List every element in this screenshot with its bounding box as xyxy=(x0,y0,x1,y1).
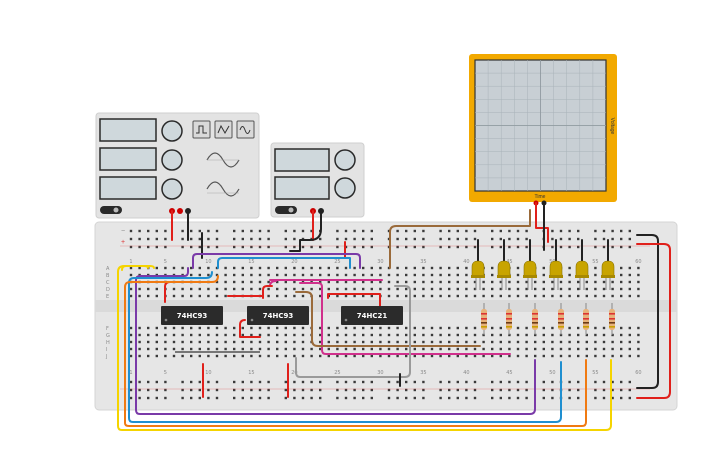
triangle-wave-button[interactable] xyxy=(214,120,233,139)
row-letter: D xyxy=(106,287,110,293)
svg-text:−: − xyxy=(121,228,125,235)
column-number: 20 xyxy=(291,259,297,265)
column-number: 15 xyxy=(248,370,254,376)
sine-wave-button[interactable] xyxy=(236,120,255,139)
wire-red xyxy=(535,202,549,243)
wire-pink xyxy=(299,282,511,355)
column-number: 55 xyxy=(592,259,598,265)
row-letter: C xyxy=(106,280,110,286)
display-offset xyxy=(99,176,157,200)
column-number: 15 xyxy=(248,259,254,265)
display-frequency xyxy=(99,118,157,142)
voltage-axis-label: Voltage xyxy=(609,118,615,135)
row-letter: I xyxy=(106,347,107,353)
resistor[interactable] xyxy=(532,303,538,335)
row-letter: G xyxy=(106,333,110,339)
display-current xyxy=(274,176,330,200)
svg-text:+: + xyxy=(121,239,125,246)
knob-offset[interactable] xyxy=(161,178,183,200)
chip-74hc21[interactable]: 74HC21 xyxy=(341,306,403,325)
power-switch[interactable] xyxy=(100,206,122,214)
resistor-array[interactable] xyxy=(481,303,615,335)
wire-brown xyxy=(295,291,481,347)
knob-amplitude[interactable] xyxy=(161,149,183,171)
chip-74hc93-1[interactable]: 74HC93 xyxy=(161,306,223,325)
wires[interactable] xyxy=(117,202,671,431)
row-letter: J xyxy=(105,354,107,360)
display-voltage xyxy=(274,148,330,172)
waveform-icon-offset xyxy=(206,181,240,197)
wire-orange xyxy=(124,275,587,427)
row-letter: B xyxy=(106,273,110,279)
column-number: 55 xyxy=(592,370,598,376)
led[interactable] xyxy=(497,260,511,290)
row-letter: E xyxy=(106,294,109,300)
column-number: 60 xyxy=(635,259,641,265)
wire-purple xyxy=(135,267,536,415)
power-supply[interactable] xyxy=(270,142,365,218)
led[interactable] xyxy=(601,260,615,290)
column-number: 10 xyxy=(205,370,211,376)
chip-74hc93-2[interactable]: 74HC93 xyxy=(247,306,309,325)
column-number: 5 xyxy=(164,259,167,265)
wire-blue xyxy=(128,271,562,423)
resistor[interactable] xyxy=(506,303,512,335)
svg-text:74HC93: 74HC93 xyxy=(263,312,294,320)
column-number: 35 xyxy=(420,370,426,376)
wire-gray xyxy=(295,285,411,378)
column-number: 5 xyxy=(164,370,167,376)
wire-blue xyxy=(217,257,351,269)
resistor[interactable] xyxy=(558,303,564,335)
column-number: 40 xyxy=(463,259,469,265)
function-generator[interactable] xyxy=(95,112,260,219)
row-letter: H xyxy=(106,340,110,346)
row-letter: F xyxy=(106,326,109,332)
led[interactable] xyxy=(549,260,563,290)
svg-text:74HC21: 74HC21 xyxy=(357,312,388,320)
display-amplitude xyxy=(99,147,157,171)
column-number: 45 xyxy=(506,259,512,265)
wire-red xyxy=(636,243,671,399)
column-number: 30 xyxy=(377,370,383,376)
led[interactable] xyxy=(575,260,589,290)
led-array[interactable] xyxy=(471,260,615,290)
column-number: 1 xyxy=(129,259,132,265)
wire-purple xyxy=(192,253,361,269)
row-letter: A xyxy=(106,266,110,272)
oscilloscope[interactable]: Time Voltage xyxy=(469,54,617,206)
column-number: 40 xyxy=(463,370,469,376)
wire-brown xyxy=(389,209,531,269)
column-number: 50 xyxy=(549,370,555,376)
wire-black xyxy=(289,210,322,252)
column-number: 25 xyxy=(334,370,340,376)
knob-voltage[interactable] xyxy=(334,149,356,171)
wire-black xyxy=(636,234,659,389)
column-number: 45 xyxy=(506,370,512,376)
column-number: 30 xyxy=(377,259,383,265)
column-number: 25 xyxy=(334,259,340,265)
wire-yellow xyxy=(117,265,612,431)
square-wave-button[interactable] xyxy=(192,120,211,139)
column-number: 35 xyxy=(420,259,426,265)
led[interactable] xyxy=(523,260,537,290)
time-axis-label: Time xyxy=(535,194,546,200)
power-switch[interactable] xyxy=(275,206,297,214)
knob-frequency[interactable] xyxy=(161,120,183,142)
led[interactable] xyxy=(471,260,485,290)
wire-red xyxy=(327,293,381,307)
column-number: 1 xyxy=(129,370,132,376)
column-number: 60 xyxy=(635,370,641,376)
resistor[interactable] xyxy=(609,303,615,335)
column-number: 10 xyxy=(205,259,211,265)
column-number: 20 xyxy=(291,370,297,376)
svg-text:74HC93: 74HC93 xyxy=(177,312,208,320)
resistor[interactable] xyxy=(583,303,589,335)
resistor[interactable] xyxy=(481,303,487,335)
knob-current[interactable] xyxy=(334,177,356,199)
